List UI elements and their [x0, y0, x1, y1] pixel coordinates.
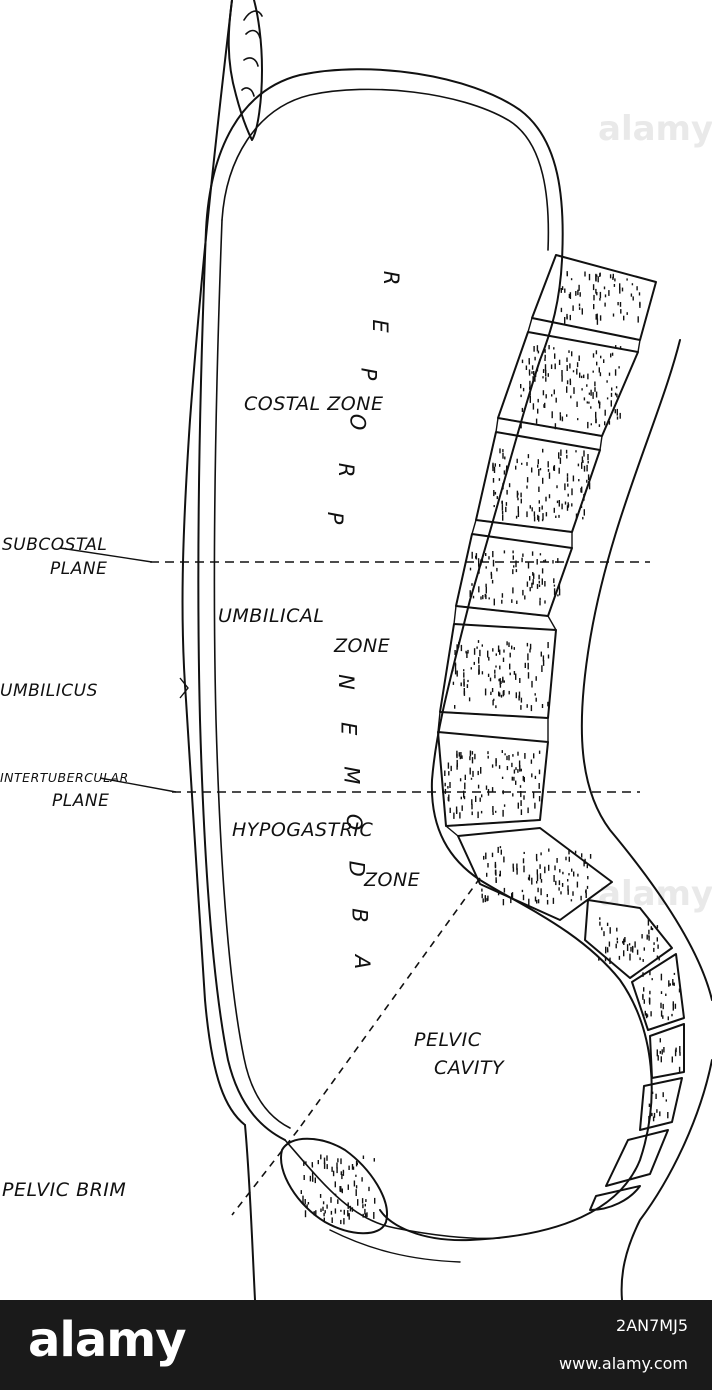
proper-letters-letter: E [368, 319, 392, 333]
vertebra-l5 [457, 827, 613, 921]
umbilical-zone-label-line1: UMBILICAL [218, 605, 324, 627]
anterior-wall-inner-line [213, 219, 291, 1129]
bone-stippling [300, 271, 681, 1225]
posterior-body-wall-lower [620, 1059, 712, 1300]
vertebra-l2 [455, 533, 573, 617]
subcostal-leader [59, 547, 153, 563]
proper-vertical-label: P R O P E R [323, 271, 403, 525]
intertubercular-label-line2: PLANE [52, 791, 109, 811]
abdomen-vertical-label: A B D O M E N [334, 674, 374, 969]
anterior-peritoneum-outline [197, 229, 286, 1141]
proper-letters-letter: O [345, 414, 369, 431]
proper-letters-letter: R [379, 271, 403, 286]
abdomen-letters-letter: O [342, 814, 366, 831]
intertubercular-leader [99, 777, 177, 793]
watermark-url: www.alamy.com [559, 1354, 688, 1373]
xiphoid-outline [227, 0, 263, 141]
watermark-brand-lower: alamy [598, 874, 712, 914]
diaphragm-inner-line [221, 88, 550, 251]
hypogastric-zone-label-line1: HYPOGASTRIC [232, 819, 373, 841]
umbilicus-marker [179, 677, 189, 699]
abdomen-sagittal-diagram: alamy alamy [0, 0, 712, 1300]
posterior-body-wall-upper [580, 339, 712, 1001]
xiphoid-detail [241, 10, 263, 97]
costal-zone-label: COSTAL ZONE [244, 393, 383, 415]
diagram-canvas: alamy alamy [0, 0, 712, 1300]
abdomen-letters-letter: N [334, 674, 358, 690]
anterior-body-wall-outer [181, 0, 246, 1126]
pelvic-cavity-label-line1: PELVIC [414, 1029, 482, 1051]
watermark-logo: alamy [28, 1312, 187, 1368]
watermark-stock-id: 2AN7MJ5 [616, 1316, 688, 1335]
pelvic-brim-line-ext [231, 1129, 299, 1216]
hypogastric-zone-label-line2: ZONE [363, 869, 420, 891]
pubic-symphysis-bone [280, 1137, 388, 1235]
sacrum-s3 [649, 1023, 685, 1079]
coccyx-2 [589, 1185, 641, 1211]
proper-letters-letter: P [323, 512, 347, 525]
perineum-line [329, 1229, 461, 1263]
sacrum-s1 [584, 899, 673, 979]
pelvic-brim-line [297, 877, 481, 1131]
subcostal-label-line1: SUBCOSTAL [2, 535, 107, 555]
intertubercular-label-line1: INTERTUBERCULAR [0, 770, 129, 785]
umbilical-zone-label-line2: ZONE [333, 635, 390, 657]
watermark-footer: alamy 2AN7MJ5 www.alamy.com [0, 1300, 712, 1390]
proper-letters-letter: P [357, 368, 381, 381]
pelvic-floor-line [284, 1139, 501, 1240]
abdomen-letters-letter: E [337, 722, 361, 736]
abdomen-letters-letter: D [345, 861, 369, 877]
proper-letters-letter: R [334, 463, 358, 478]
abdomen-letters-letter: A [350, 953, 374, 969]
coccyx-1 [605, 1129, 669, 1187]
pelvic-cavity-label-line2: CAVITY [434, 1057, 505, 1079]
subcostal-label-line2: PLANE [50, 559, 107, 579]
umbilicus-label: UMBILICUS [0, 681, 98, 701]
thigh-line-anterior [244, 1124, 256, 1300]
watermark-brand: alamy [598, 109, 712, 149]
sacrum-s2 [631, 953, 685, 1031]
diaphragm-dome-outline [205, 68, 564, 361]
vertebral-column [437, 254, 685, 1211]
abdomen-letters-letter: M [339, 766, 363, 784]
abdomen-letters-letter: B [347, 908, 371, 922]
posterior-cavity-outline [379, 359, 653, 1242]
pelvic-brim-label: PELVIC BRIM [2, 1179, 126, 1201]
sacrum-s4 [639, 1077, 683, 1131]
